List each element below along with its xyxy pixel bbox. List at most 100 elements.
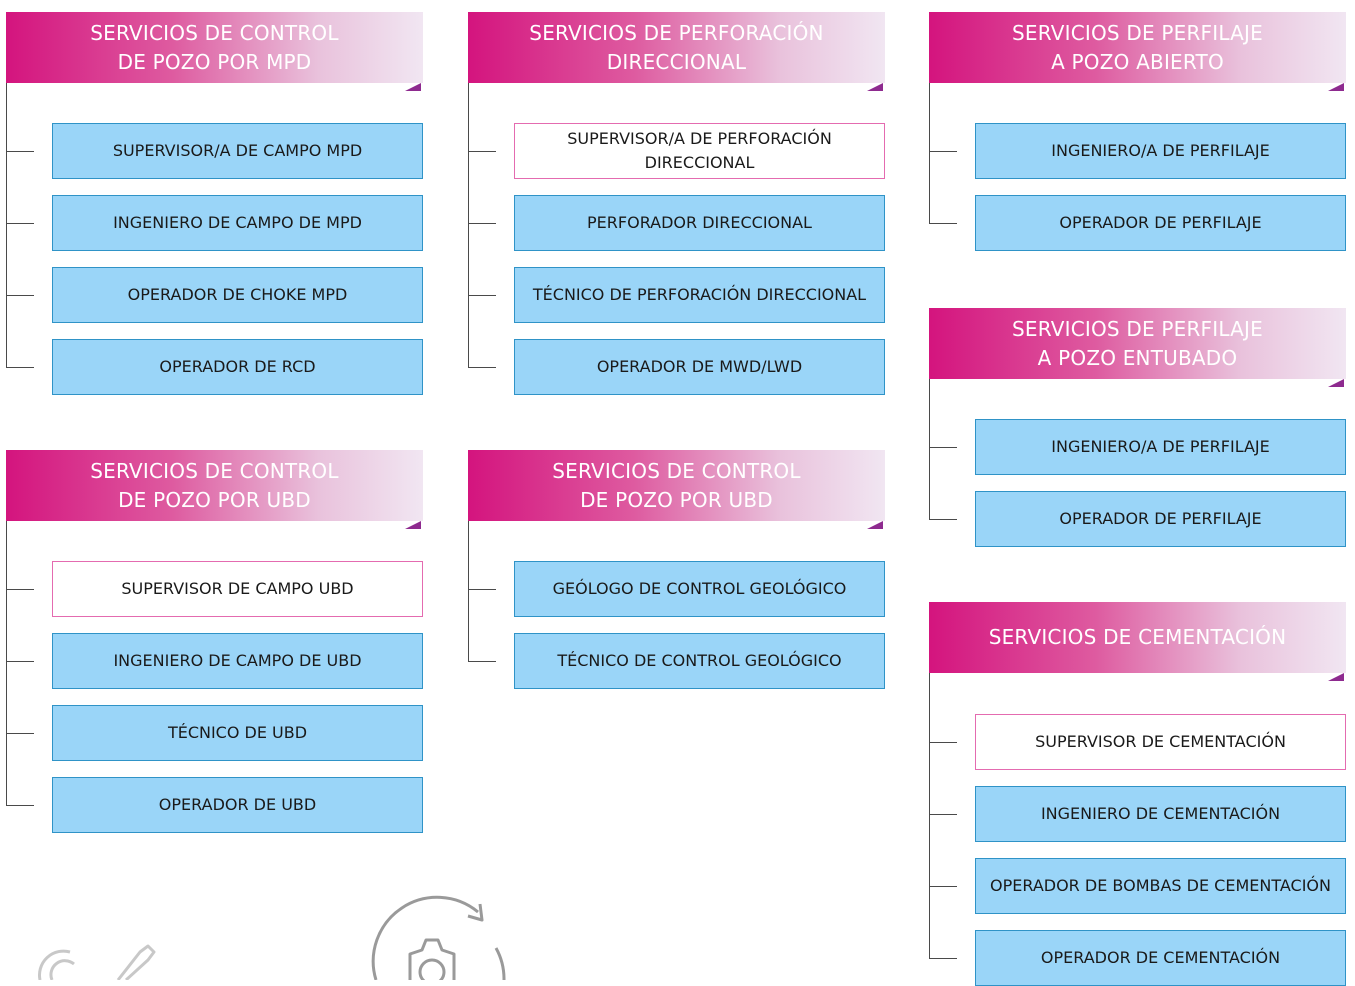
role-box: OPERADOR DE UBD [52, 777, 423, 833]
role-box: TÉCNICO DE CONTROL GEOLÓGICO [514, 633, 885, 689]
role-label: OPERADOR DE CHOKE MPD [127, 285, 348, 304]
role-label: INGENIERO/A DE PERFILAJE [1051, 141, 1270, 160]
connector-branch [6, 223, 34, 224]
connector-branch [6, 151, 34, 152]
connector-branch [468, 367, 496, 368]
role-box: OPERADOR DE MWD/LWD [514, 339, 885, 395]
role-label: OPERADOR DE PERFILAJE [1059, 509, 1262, 528]
corner-triangle-icon [867, 83, 883, 91]
role-label: INGENIERO/A DE PERFILAJE [1051, 437, 1270, 456]
connector-line [929, 379, 930, 519]
corner-triangle-icon [405, 83, 421, 91]
role-label: TÉCNICO DE CONTROL GEOLÓGICO [557, 651, 842, 670]
group-title-line: SERVICIOS DE CONTROL [90, 458, 339, 483]
role-label: OPERADOR DE MWD/LWD [596, 357, 803, 376]
role-box: INGENIERO DE CAMPO DE UBD [52, 633, 423, 689]
role-box: INGENIERO/A DE PERFILAJE [975, 419, 1346, 475]
group-title-line: SERVICIOS DE CONTROL [552, 458, 801, 483]
role-box: OPERADOR DE PERFILAJE [975, 491, 1346, 547]
group-title-line: DE POZO POR UBD [118, 487, 311, 512]
role-label: OPERADOR DE UBD [158, 795, 317, 814]
role-box: SUPERVISOR/A DE CAMPO MPD [52, 123, 423, 179]
role-box: TÉCNICO DE PERFORACIÓN DIRECCIONAL [514, 267, 885, 323]
connector-branch [929, 886, 957, 887]
role-label: SUPERVISOR DE CEMENTACIÓN [1035, 732, 1286, 751]
connector-branch [929, 151, 957, 152]
corner-triangle-icon [867, 521, 883, 529]
connector-branch [6, 295, 34, 296]
corner-triangle-icon [1328, 673, 1344, 681]
connector-line [6, 83, 7, 367]
role-label: SUPERVISOR DE CAMPO UBD [121, 579, 354, 598]
role-box: OPERADOR DE CEMENTACIÓN [975, 930, 1346, 986]
group-title-line: SERVICIOS DE CONTROL [90, 20, 339, 45]
connector-line [468, 521, 469, 661]
role-label: SUPERVISOR/A DE CAMPO MPD [112, 141, 363, 160]
connector-branch [929, 958, 957, 959]
group-header: SERVICIOS DE CEMENTACIÓN [929, 602, 1346, 681]
group-title-line: SERVICIOS DE PERFORACIÓN [529, 20, 824, 45]
group-title-line: DE POZO POR UBD [580, 487, 773, 512]
group-header: SERVICIOS DE CONTROL DE POZO POR UBD [468, 450, 885, 529]
group-header: SERVICIOS DE CONTROL DE POZO POR UBD [6, 450, 423, 529]
connector-line [6, 521, 7, 805]
role-box: OPERADOR DE PERFILAJE [975, 195, 1346, 251]
group-title-line: A POZO ENTUBADO [1037, 345, 1238, 370]
connector-branch [468, 151, 496, 152]
role-label: GEÓLOGO DE CONTROL GEOLÓGICO [552, 579, 847, 598]
connector-branch [929, 814, 957, 815]
connector-branch [468, 661, 496, 662]
role-box: OPERADOR DE BOMBAS DE CEMENTACIÓN [975, 858, 1346, 914]
role-label: TÉCNICO DE UBD [167, 723, 308, 742]
group-header: SERVICIOS DE PERFORACIÓN DIRECCIONAL [468, 12, 885, 91]
connector-branch [468, 223, 496, 224]
group-title-line: DIRECCIONAL [606, 49, 747, 74]
role-box: TÉCNICO DE UBD [52, 705, 423, 761]
role-label: SUPERVISOR/A DE PERFORACIÓN DIRECCIONAL [567, 129, 832, 172]
group-title-line: A POZO ABIERTO [1051, 49, 1224, 74]
role-label: INGENIERO DE CEMENTACIÓN [1040, 804, 1281, 823]
wrench-tools-icon [38, 944, 156, 980]
role-box: SUPERVISOR DE CAMPO UBD [52, 561, 423, 617]
role-box: SUPERVISOR DE CEMENTACIÓN [975, 714, 1346, 770]
connector-branch [929, 447, 957, 448]
group-title-line: SERVICIOS DE PERFILAJE [1012, 20, 1263, 45]
role-label: INGENIERO DE CAMPO DE MPD [113, 213, 362, 232]
group-header: SERVICIOS DE CONTROL DE POZO POR MPD [6, 12, 423, 91]
corner-triangle-icon [1328, 379, 1344, 387]
group-title-line: SERVICIOS DE PERFILAJE [1012, 316, 1263, 341]
corner-triangle-icon [1328, 83, 1344, 91]
role-label: OPERADOR DE CEMENTACIÓN [1040, 948, 1281, 967]
role-label: OPERADOR DE RCD [159, 357, 316, 376]
corner-triangle-icon [405, 521, 421, 529]
role-label: OPERADOR DE PERFILAJE [1059, 213, 1262, 232]
connector-branch [6, 661, 34, 662]
connector-branch [6, 367, 34, 368]
role-label: TÉCNICO DE PERFORACIÓN DIRECCIONAL [532, 285, 867, 304]
role-label: PERFORADOR DIRECCIONAL [587, 213, 812, 232]
connector-line [929, 673, 930, 958]
connector-branch [6, 805, 34, 806]
group-title-line: SERVICIOS DE CEMENTACIÓN [988, 625, 1287, 649]
connector-branch [929, 223, 957, 224]
connector-branch [468, 295, 496, 296]
connector-branch [6, 733, 34, 734]
connector-branch [929, 742, 957, 743]
role-box: PERFORADOR DIRECCIONAL [514, 195, 885, 251]
role-label: OPERADOR DE BOMBAS DE CEMENTACIÓN [990, 876, 1331, 895]
connector-branch [929, 519, 957, 520]
group-header: SERVICIOS DE PERFILAJE A POZO ABIERTO [929, 12, 1346, 91]
group-title-line: DE POZO POR MPD [117, 49, 312, 74]
role-box: OPERADOR DE RCD [52, 339, 423, 395]
connector-line [468, 83, 469, 367]
role-box: INGENIERO/A DE PERFILAJE [975, 123, 1346, 179]
role-box: INGENIERO DE CEMENTACIÓN [975, 786, 1346, 842]
role-box: OPERADOR DE CHOKE MPD [52, 267, 423, 323]
gear-refresh-icon [371, 895, 506, 980]
group-header: SERVICIOS DE PERFILAJE A POZO ENTUBADO [929, 308, 1346, 387]
role-box: SUPERVISOR/A DE PERFORACIÓN DIRECCIONAL [514, 123, 885, 179]
role-box: INGENIERO DE CAMPO DE MPD [52, 195, 423, 251]
connector-branch [468, 589, 496, 590]
role-label: INGENIERO DE CAMPO DE UBD [113, 651, 362, 670]
connector-line [929, 83, 930, 223]
